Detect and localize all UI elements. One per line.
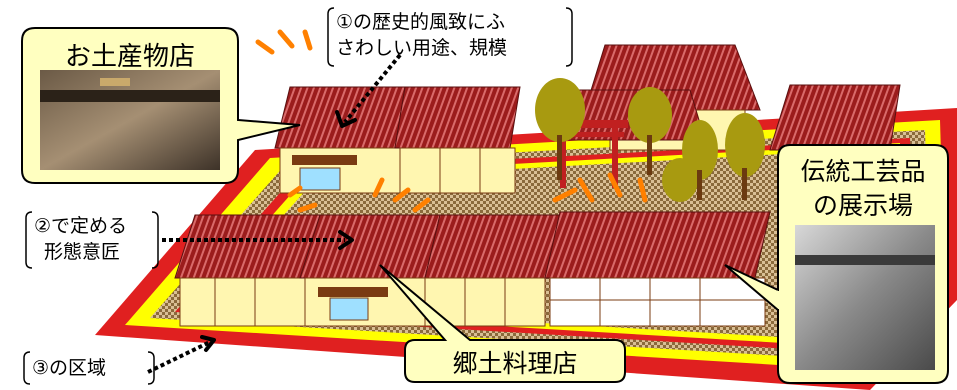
local-restaurant-callout [379,264,626,383]
arrowheads [200,110,357,352]
design-annotation-line1: ②で定める [34,215,128,237]
local-restaurant-label: 郷土料理店 [452,349,578,378]
use-scale-annotation-line1: ①の歴史的風致にふ [336,11,506,33]
trees [535,78,765,202]
craft-exhibit-label-line1: 伝統工芸品 [800,157,926,186]
annotation-brackets [23,7,573,385]
back-row-houses [274,84,901,194]
torii-gate [548,120,628,188]
souvenir-shop-callout [21,27,301,184]
area-annotation: ③の区域 [32,357,107,379]
highlight-rays [255,29,648,213]
craft-exhibit-label-line2: の展示場 [812,191,913,220]
souvenir-shop-label: お土産物店 [64,42,195,72]
front-row-houses [174,211,771,327]
craft-exhibit-callout [724,144,949,384]
use-scale-annotation-line2: さわしい用途、規模 [336,37,508,59]
design-annotation-line2: 形態意匠 [44,241,121,263]
souvenir-shop-photo [40,70,220,170]
craft-exhibit-photo [795,225,935,370]
annotation-arrows [147,53,402,374]
